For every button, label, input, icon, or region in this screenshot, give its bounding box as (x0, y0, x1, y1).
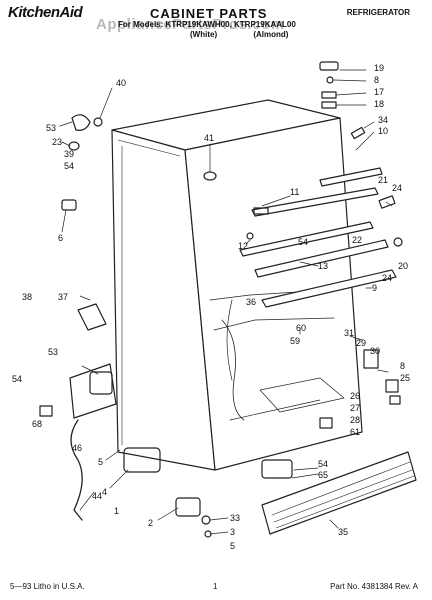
callout-label: 54 (318, 459, 329, 469)
callout-label: 59 (290, 336, 301, 346)
callout-label: 3 (230, 527, 236, 537)
callout-label: 23 (52, 137, 63, 147)
callout-label: 12 (238, 241, 249, 251)
callout-label: 30 (370, 346, 381, 356)
callout-label: 40 (116, 78, 127, 88)
callout-label: 54 (12, 374, 23, 384)
callout-label: 8 (400, 361, 406, 371)
footer-page-number: 1 (213, 582, 218, 591)
callout-label: 17 (374, 87, 385, 97)
callout-label: 22 (352, 235, 363, 245)
callout-label: 38 (22, 292, 33, 302)
variants-row: (White) (Almond) (190, 30, 322, 39)
callout-label: 19 (374, 63, 385, 73)
footer-part-number: Part No. 4381384 Rev. A (330, 582, 418, 591)
watermark: AppliancePartsPros.com (96, 16, 285, 33)
callout-label: 65 (318, 470, 329, 480)
callout-label: 20 (398, 261, 409, 271)
callout-label: 39 (64, 149, 75, 159)
callout-label: 44 (92, 491, 103, 501)
variant-white: (White) (190, 30, 218, 39)
callout-label: 25 (400, 373, 411, 383)
upper-rails (239, 167, 397, 308)
models-label: For Models: KTRP19KAWH00, KTRP19KAAL00 (118, 20, 296, 29)
brand-logo: KitchenAid (8, 4, 83, 21)
category-label: REFRIGERATOR (346, 8, 410, 17)
callout-label: 35 (338, 527, 349, 537)
callout-label: 27 (350, 403, 361, 413)
callout-label: 5 (98, 457, 104, 467)
callout-label: 34 (378, 115, 389, 125)
leader-lines (59, 69, 393, 535)
callout-label: 54 (298, 237, 309, 247)
small-parts (39, 61, 403, 538)
callout-label: 60 (296, 323, 307, 333)
callout-label: 18 (374, 99, 385, 109)
callout-label: 31 (344, 328, 355, 338)
callout-label: 37 (58, 292, 69, 302)
callout-label: 53 (46, 123, 57, 133)
callout-label: 53 (48, 347, 59, 357)
callout-label: 46 (72, 443, 83, 453)
page-title: CABINET PARTS (150, 6, 268, 21)
callout-label: 1 (114, 506, 120, 516)
callout-label: 13 (318, 261, 329, 271)
callout-label: 21 (378, 175, 389, 185)
callout-label: 61 (350, 427, 361, 437)
bottom-grille (261, 451, 417, 535)
callout-label: 41 (204, 133, 215, 143)
callout-label: 9 (372, 283, 378, 293)
callout-label: 8 (374, 75, 380, 85)
callout-label: 2 (148, 518, 154, 528)
callout-label: 24 (382, 273, 393, 283)
callout-label: 26 (350, 391, 361, 401)
callout-label: 54 (64, 161, 75, 171)
callout-label: 36 (246, 297, 257, 307)
footer-litho: 5—93 Litho in U.S.A. (10, 582, 85, 591)
callout-label: 11 (290, 187, 300, 197)
callout-label: 28 (350, 415, 361, 425)
callout-label: 33 (230, 513, 241, 523)
callout-label: 10 (378, 126, 389, 136)
variant-almond: (Almond) (253, 30, 289, 39)
callout-label: 68 (32, 419, 43, 429)
callout-label: 4 (102, 487, 108, 497)
cabinet-body (111, 99, 363, 471)
callout-label: 6 (58, 233, 64, 243)
callout-label: 5 (230, 541, 236, 551)
callout-label: 24 (392, 183, 403, 193)
callout-label: 29 (356, 338, 367, 348)
